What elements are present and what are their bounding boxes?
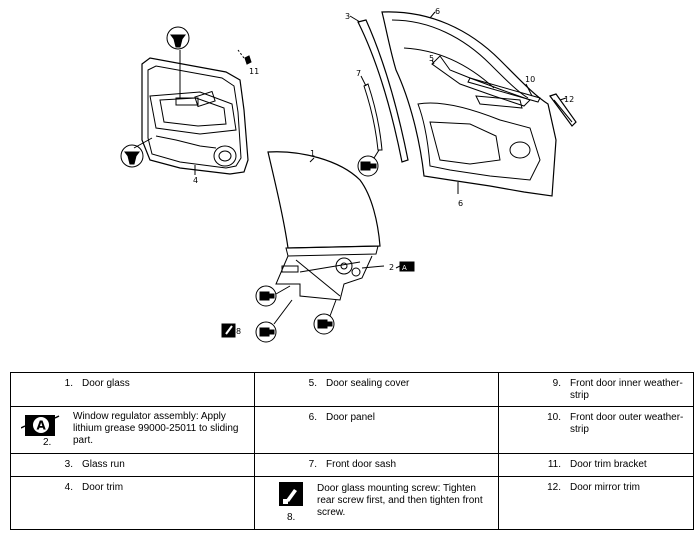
callout-6-top: 6 (435, 7, 440, 16)
callout-4: 4 (193, 176, 198, 185)
grease-mark-icon: A (395, 261, 415, 272)
legend-num: 12. (547, 482, 561, 493)
legend-text: Front door inner weather-strip (570, 378, 683, 401)
legend-num: 8. (287, 512, 296, 523)
legend-num: 11. (547, 459, 561, 470)
legend-row: A 2. Window regulator assembly: Apply li… (10, 406, 694, 454)
trim-clip-icon-bottom (120, 144, 144, 168)
legend-row: 3. Glass run 7. Front door sash 11. Door tr… (10, 453, 694, 477)
door-panel-part (381, 11, 557, 197)
legend-num: 5. (308, 378, 317, 389)
legend-text: Front door sash (326, 459, 397, 470)
callout-6-bottom: 6 (458, 199, 463, 208)
door-sealing-cover-part (431, 55, 531, 107)
legend-text: Door mirror trim (570, 482, 640, 493)
callout-5: 5 (429, 54, 434, 63)
legend-num: 4. (64, 482, 73, 493)
legend-num: 7. (308, 459, 317, 470)
trim-clip-icon-top (166, 26, 190, 50)
legend-text: Door trim bracket (570, 459, 647, 470)
callout-3: 3 (345, 12, 350, 21)
parts-legend-table: 1. Door glass 5. Door sealing cover 9. Fron… (10, 372, 694, 530)
svg-text:A: A (37, 419, 47, 433)
legend-text: Door glass (82, 378, 130, 389)
door-trim-part (133, 50, 249, 175)
svg-text:A: A (402, 264, 407, 272)
legend-text: Door panel (326, 412, 375, 423)
legend-text: Door sealing cover (326, 378, 410, 389)
bolt-icon-2 (313, 299, 337, 335)
glass-run-part (349, 15, 409, 163)
callout-1: 1 (310, 149, 315, 158)
bolt-icon-1 (255, 285, 291, 307)
legend-num: 1. (64, 378, 73, 389)
legend-text: Front door outer weather-strip (570, 412, 684, 435)
legend-num: 10. (547, 412, 561, 423)
callout-7: 7 (356, 69, 361, 78)
exploded-door-diagram: A 1 (120, 7, 577, 343)
legend-text: Door glass mounting screw: Tighten rear … (317, 483, 483, 518)
legend-num: 3. (64, 459, 73, 470)
callout-12: 12 (564, 95, 574, 104)
legend-num: 6. (308, 412, 317, 423)
callout-2: 2 (389, 263, 394, 272)
grease-A-icon: A (21, 415, 60, 436)
door-mirror-trim-part (549, 93, 577, 127)
tighten-mark-icon (221, 323, 236, 338)
door-glass-part (267, 151, 381, 249)
bolt-icon-3 (255, 299, 293, 343)
outer-weather-strip-part (467, 77, 541, 103)
legend-num: 9. (552, 378, 561, 389)
legend-text: Window regulator assembly: Apply lithium… (73, 411, 239, 446)
window-regulator-part (275, 245, 385, 301)
legend-num: 2. (43, 437, 52, 448)
legend-row: 1. Door glass 5. Door sealing cover 9. Fron… (10, 372, 694, 407)
legend-row: 4. Door trim 8. Door glass mounting screw… (10, 476, 694, 530)
callout-11: 11 (249, 67, 259, 76)
callout-10: 10 (525, 75, 535, 84)
sash-bolt-icon (357, 149, 380, 177)
door-trim-bracket-part (237, 49, 252, 65)
callout-8: 8 (236, 327, 241, 336)
front-door-sash-part (360, 75, 383, 151)
tighten-screw-icon (279, 482, 303, 506)
legend-text: Door trim (82, 482, 124, 493)
legend-text: Glass run (82, 459, 125, 470)
